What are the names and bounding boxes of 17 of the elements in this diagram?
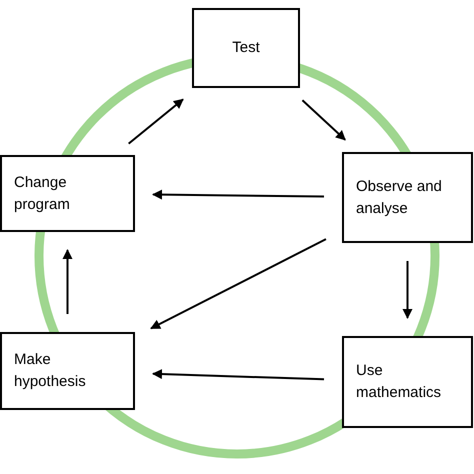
process-box: [0, 332, 135, 410]
arrow: [152, 369, 324, 380]
process-box: [342, 152, 473, 243]
process-box: [0, 155, 135, 232]
process-box: [342, 336, 473, 428]
arrow: [62, 249, 72, 314]
box-label: Use mathematics: [356, 361, 442, 403]
box-label: Make hypothesis: [14, 350, 87, 392]
box-label: Change program: [14, 172, 71, 214]
box-label: Test: [232, 38, 260, 58]
arrow: [128, 98, 184, 144]
process-box: [192, 8, 300, 88]
arrow: [402, 261, 412, 319]
box-label: Observe and analyse: [356, 176, 443, 218]
arrow: [152, 190, 324, 200]
arrow: [302, 100, 346, 140]
arrow: [150, 238, 326, 330]
